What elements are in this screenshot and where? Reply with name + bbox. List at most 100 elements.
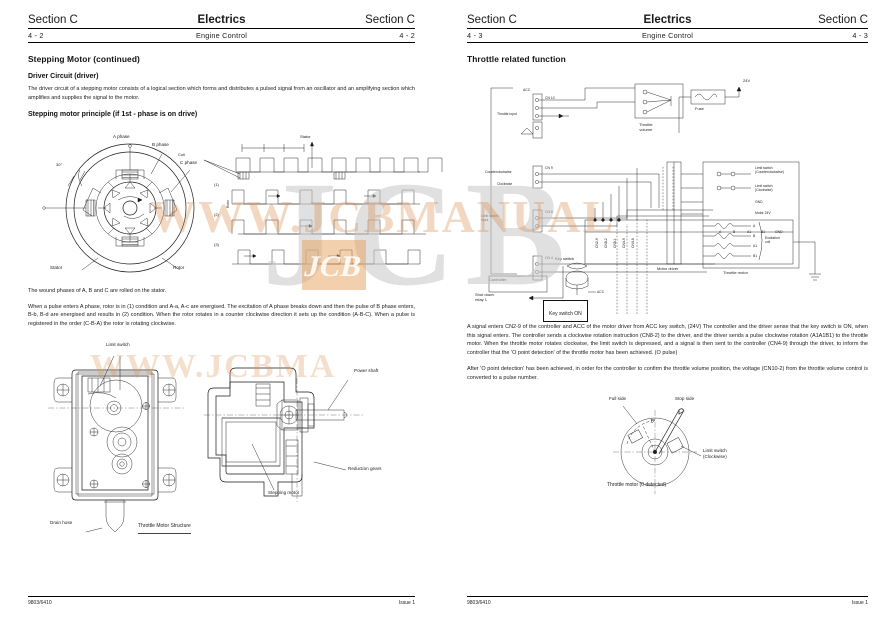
header-rule-thin	[28, 42, 415, 43]
footer-part-number: 9803/6410	[28, 600, 52, 606]
header-subtitle: Engine Control	[641, 31, 694, 40]
housing-front-view	[48, 355, 186, 533]
label-key-switch: Key switch	[555, 256, 575, 261]
label-fuse: Fuse	[695, 106, 704, 111]
footer-part-number: 9803/6410	[467, 600, 491, 606]
label-key-switch-on: Key switch ON	[549, 311, 582, 317]
driver-circuit-paragraph: The driver circuit of a stepping motor c…	[28, 86, 415, 101]
label-throttle-volume: Throttle volume	[639, 122, 653, 132]
pulse-sequence-paragraph: When a pulse enters A phase, rotor is in…	[28, 303, 415, 327]
housing-section-view	[204, 367, 364, 503]
label-24v: 24V	[743, 78, 751, 83]
connector-cn8: CN 8	[545, 210, 553, 214]
connector-cn10: CN 10	[545, 96, 555, 100]
coil-pin-b: B	[753, 234, 756, 238]
driver-out-b: B	[733, 230, 736, 234]
label-reduction-gears: Reduction gears	[348, 466, 382, 472]
driver-pin-cn4-8: CN4-8	[631, 238, 635, 248]
dial-drawing	[613, 405, 702, 495]
driver-pin-cn8-2: CN8-2	[604, 238, 608, 248]
label-step-1: (1)	[214, 182, 219, 188]
coil-pin-b1: B1	[753, 254, 758, 258]
label-motor-driver: Motor driver	[657, 266, 679, 271]
header-title: Electrics	[643, 14, 692, 26]
label-dial-limit-switch: Limit switch (Clockwise)	[703, 448, 727, 459]
stepping-motor-principle-figure: A phase B phase C phase 30° Stator Rotor	[28, 122, 443, 282]
header-page-left: 4 - 3	[467, 31, 483, 40]
coil-pin-a: A	[753, 224, 756, 228]
throttle-motor-structure-figure: Limit switch Drain hose	[28, 338, 415, 538]
zero-point-paragraph: After 'O point detection' has been achie…	[467, 366, 868, 381]
label-clockwise: Clockwise	[497, 182, 513, 186]
label-stator-linear: Stator	[300, 134, 311, 140]
label-stator: Stator	[50, 265, 63, 271]
header-subtitle: Engine Control	[195, 31, 248, 40]
footer-rule	[467, 596, 868, 597]
signal-description-paragraph: A signal enters CN2-9 of the controller …	[467, 324, 868, 356]
left-header-top: Section C Electrics Section C	[28, 14, 415, 26]
label-coil: Coil	[178, 152, 185, 158]
header-title: Electrics	[197, 14, 246, 26]
label-shut-down-relay: Shut down relay 1	[475, 292, 494, 302]
stator-rotor-linear-diagram	[203, 141, 443, 265]
label-stepping-motor: Stepping motor	[268, 490, 300, 496]
header-section-right: Section C	[818, 14, 868, 26]
header-section-right: Section C	[365, 14, 415, 26]
driver-pin-cn8-1: CN8-1	[613, 238, 617, 248]
label-acc-terminal: ACC	[597, 290, 605, 294]
label-step-3: (3)	[214, 242, 219, 248]
left-footer: 9803/6410 Issue 1	[28, 596, 415, 606]
structure-caption: Throttle Motor Structure	[138, 523, 191, 530]
header-rule	[28, 28, 415, 29]
header-section-left: Section C	[467, 14, 517, 26]
right-page: Section C Electrics Section C 4 - 3 Engi…	[441, 0, 882, 624]
label-stop-side: Stop side	[675, 396, 695, 402]
left-header-sub: 4 - 2 Engine Control 4 - 2	[28, 31, 415, 40]
dial-caption: Throttle motor (0 detected)	[607, 482, 667, 489]
label-counterclockwise: Counterclockwise	[485, 170, 512, 174]
label-acc-left: ACC	[523, 88, 531, 92]
label-power-shaft: Power shaft	[354, 368, 379, 374]
right-footer: 9803/6410 Issue 1	[467, 596, 868, 606]
label-gnd: GND	[755, 200, 763, 204]
footer-issue: Issue 1	[851, 600, 868, 606]
driver-pin-cn4-9: CN4-9	[622, 238, 626, 248]
header-page-left: 4 - 2	[28, 31, 44, 40]
header-section-left: Section C	[28, 14, 78, 26]
schematic-lines	[488, 83, 821, 314]
driver-out-a: A	[719, 230, 722, 234]
label-excitation-coil: Excitation coil	[765, 236, 780, 245]
label-limit-switch-input: Limit switch input	[481, 214, 499, 223]
label-controller: Controller	[489, 277, 507, 282]
header-rule-thin	[467, 42, 868, 43]
footer-rule	[28, 596, 415, 597]
label-limit-switch-ccw: Limit switch (Counterclockwise)	[755, 166, 784, 175]
page-heading: Stepping Motor (continued)	[28, 54, 140, 64]
header-page-right: 4 - 3	[852, 31, 868, 40]
coil-pin-a1: A1	[753, 244, 758, 248]
label-drain-hose: Drain hose	[50, 520, 73, 526]
connector-cn4: CN 4	[545, 256, 553, 260]
stator-cross-section	[42, 143, 195, 273]
label-rotor-linear: Rotor	[226, 199, 230, 209]
label-limit-switch-cw: Limit switch (Clockwise)	[755, 184, 773, 193]
header-page-right: 4 - 2	[399, 31, 415, 40]
label-motor-24v: Motor 24V	[755, 211, 771, 215]
label-b-phase: B phase	[152, 142, 169, 148]
header-rule	[467, 28, 868, 29]
label-step-2: (2)	[214, 212, 219, 218]
left-page: Section C Electrics Section C 4 - 2 Engi…	[28, 14, 443, 606]
right-header-top: Section C Electrics Section C	[467, 14, 868, 26]
stepping-principle-subheading: Stepping motor principle (if 1st - phase…	[28, 111, 198, 119]
throttle-motor-dial-figure: Full side Stop side Limit switch (Clockw…	[467, 392, 868, 502]
label-full-side: Full side	[609, 396, 627, 402]
label-c-phase: C phase	[180, 160, 198, 166]
wound-phases-paragraph: The wound phases of A, B and C are rolle…	[28, 288, 167, 295]
driver-out-gnd: GND	[775, 230, 783, 234]
label-a-phase: A phase	[113, 134, 130, 140]
label-throttle-input: Throttle input	[497, 112, 517, 116]
driver-out-b1: B1	[761, 230, 766, 234]
label-limit-switch: Limit switch	[106, 342, 130, 348]
label-rotor: Rotor	[173, 265, 185, 271]
